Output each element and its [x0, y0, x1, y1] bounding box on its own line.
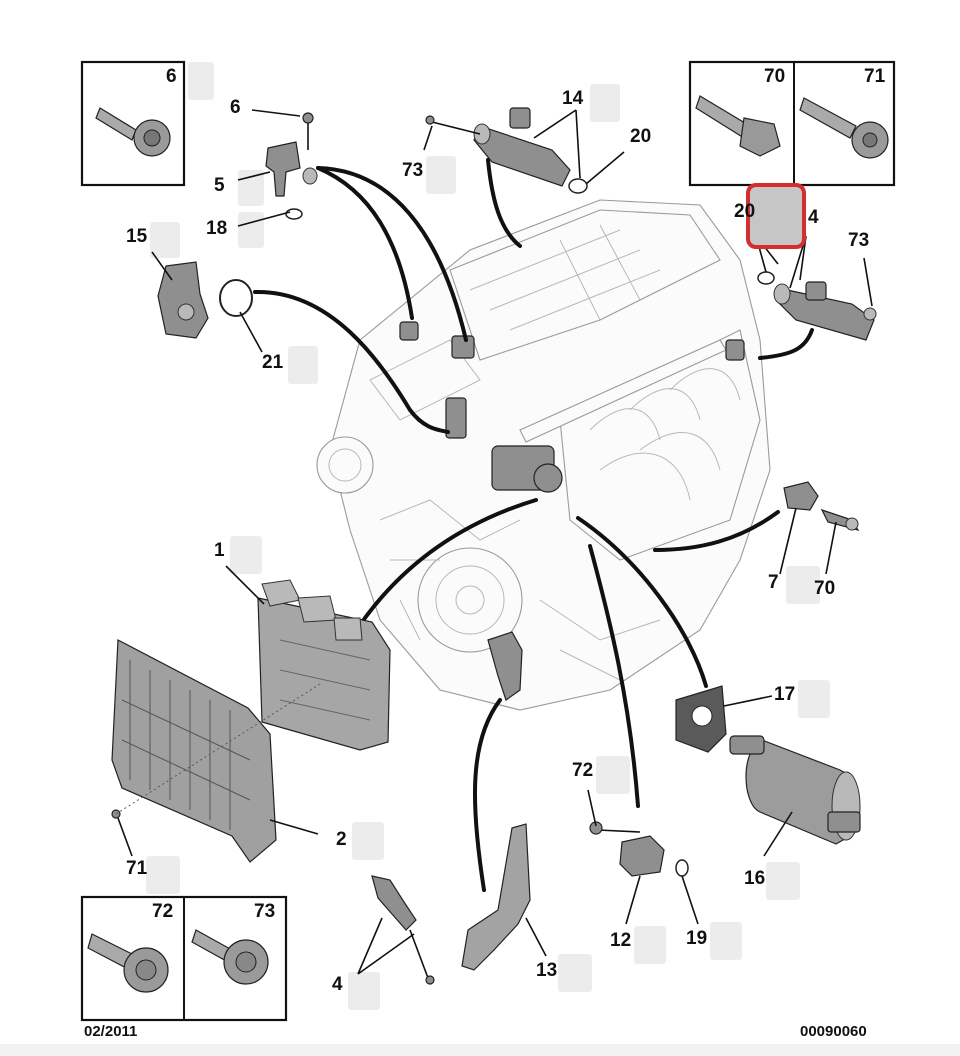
callout-4-bottom: 4 — [332, 974, 343, 995]
engine-block — [316, 199, 771, 711]
inset-box-6: 6 — [80, 60, 186, 187]
inset-number-72: 72 — [152, 901, 173, 922]
callout-13: 13 — [536, 960, 557, 981]
callout-labels: 6 5 18 15 21 73 14 20 20 4 73 1 7 70 17 … — [126, 88, 869, 995]
callout-5: 5 — [214, 175, 225, 196]
callout-18: 18 — [206, 218, 227, 239]
inset-number-71: 71 — [864, 66, 886, 87]
sensor-5 — [265, 112, 318, 220]
inset-number-73: 73 — [254, 901, 275, 922]
callout-1: 1 — [214, 540, 225, 561]
callout-14-top: 14 — [562, 88, 584, 109]
inset-box-70-71: 70 71 — [688, 60, 896, 187]
solenoid-valve-top — [425, 107, 588, 194]
inset-box-72-73: 72 73 — [80, 895, 288, 1022]
sensor-15 — [157, 261, 253, 339]
callout-2: 2 — [336, 829, 347, 850]
highlight-box — [746, 183, 806, 249]
callout-6: 6 — [230, 97, 241, 118]
callout-72: 72 — [572, 760, 593, 781]
bottom-strip — [0, 1044, 960, 1056]
wiring-harness — [253, 158, 814, 892]
ecu-computer — [257, 579, 391, 751]
callout-70: 70 — [814, 578, 835, 599]
leader-lines — [117, 109, 873, 975]
ecu-bracket — [111, 639, 277, 863]
starter-motor — [729, 735, 861, 845]
starter-gasket — [675, 685, 727, 753]
sensor-4 — [371, 875, 435, 985]
callout-16: 16 — [744, 868, 765, 889]
callout-4-right: 4 — [808, 207, 819, 228]
callout-19: 19 — [686, 928, 707, 949]
bracket-13 — [461, 823, 531, 971]
inset-number-70: 70 — [764, 66, 785, 87]
reference-number: 00090060 — [800, 1023, 867, 1040]
callout-20-right: 20 — [734, 201, 755, 222]
callout-21: 21 — [262, 352, 284, 373]
sensor-12 — [589, 821, 689, 877]
sensor-7 — [783, 481, 860, 531]
callout-17: 17 — [774, 684, 795, 705]
callout-73-right: 73 — [848, 230, 869, 251]
bolt-71-loose — [111, 683, 321, 819]
callout-7: 7 — [768, 572, 779, 593]
callout-12: 12 — [610, 930, 631, 951]
solenoid-valve-right — [757, 271, 877, 341]
inset-number-6: 6 — [166, 66, 177, 87]
callout-71: 71 — [126, 858, 148, 879]
callout-20-top: 20 — [630, 126, 651, 147]
date-code: 02/2011 — [84, 1023, 137, 1040]
callout-15: 15 — [126, 226, 148, 247]
callout-73-top: 73 — [402, 160, 423, 181]
